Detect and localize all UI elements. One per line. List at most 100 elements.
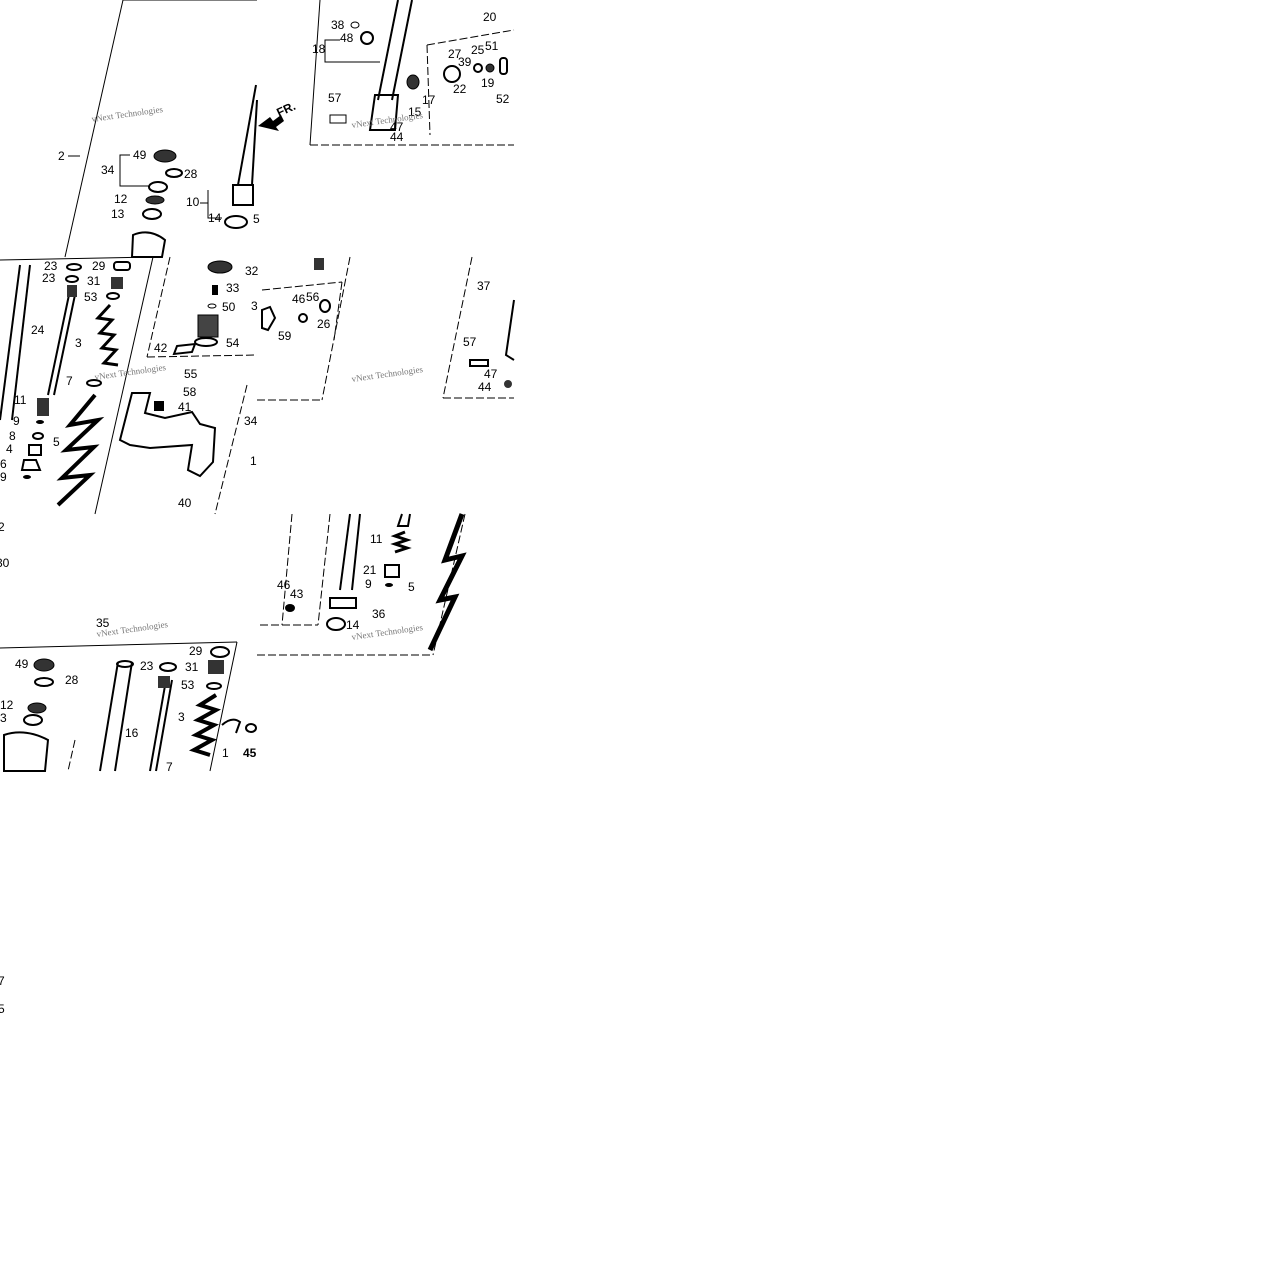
watermark: vNext Technologies [351, 110, 424, 130]
callout-54: 54 [226, 336, 240, 350]
callout-22: 22 [453, 82, 467, 96]
tile-mid-center: 32 33 50 3 54 42 55 58 41 40 34 1 [118, 256, 259, 515]
callout-46: 46 [292, 292, 306, 306]
watermark: vNext Technologies [351, 622, 424, 642]
svg-text:30: 30 [0, 556, 10, 570]
svg-text:7: 7 [0, 974, 5, 988]
callout-47: 47 [484, 367, 498, 381]
callout-12: 12 [114, 192, 128, 206]
callout-44: 44 [390, 130, 404, 144]
callout-6: 6 [0, 457, 7, 471]
callout-12: 12 [0, 698, 14, 712]
callout-21: 21 [363, 563, 377, 577]
callout-19: 19 [481, 76, 495, 90]
callout-17: 17 [422, 93, 436, 107]
callout-23b: 23 [42, 271, 56, 285]
callout-47: 47 [390, 120, 404, 134]
callout-15: 15 [408, 105, 422, 119]
callout-29: 29 [92, 259, 106, 273]
callout-14: 14 [208, 211, 222, 225]
callout-53: 53 [181, 678, 195, 692]
callout-43: 43 [290, 587, 304, 601]
callout-9b: 9 [0, 470, 7, 484]
callout-32: 32 [245, 264, 259, 278]
callout-36: 36 [372, 607, 386, 621]
tile-mid-right: 46 56 26 59 vNext Technologies [257, 256, 424, 401]
callout-3: 3 [75, 336, 82, 350]
callout-45: 45 [243, 746, 257, 760]
svg-text:2: 2 [0, 520, 5, 534]
callout-5: 5 [408, 580, 415, 594]
callout-44: 44 [478, 380, 492, 394]
callout-34: 34 [244, 414, 258, 428]
callout-2: 2 [58, 149, 65, 163]
callout-20: 20 [483, 10, 497, 24]
tile-top-right: 38 48 18 20 27 39 25 51 22 19 52 17 15 5… [309, 0, 515, 146]
tile-mid-left: 23 23 29 31 53 24 3 7 11 9 8 4 6 9 5 vNe… [0, 256, 167, 515]
callout-46: 46 [277, 578, 291, 592]
callout-27: 27 [448, 47, 462, 61]
watermark: vNext Technologies [91, 104, 164, 124]
callout-42: 42 [154, 341, 168, 355]
tile-low-center: 46 43 11 21 9 5 36 14 vNext Technologies [257, 513, 467, 656]
front-direction-arrow: FR. [258, 99, 298, 131]
callout-9: 9 [13, 414, 20, 428]
callout-56: 56 [306, 290, 320, 304]
callout-57: 57 [328, 91, 342, 105]
callout-57: 57 [463, 335, 477, 349]
fork-tube-upper [224, 84, 258, 229]
callout-1: 1 [250, 454, 257, 468]
callout-23a: 23 [44, 259, 58, 273]
callout-13: 13 [111, 207, 125, 221]
callout-58: 58 [183, 385, 197, 399]
callout-39: 39 [458, 55, 472, 69]
callout-50: 50 [222, 300, 236, 314]
callout-11: 11 [370, 532, 383, 546]
callout-18: 18 [312, 42, 326, 56]
callout-7: 7 [166, 760, 173, 774]
callout-37: 37 [477, 279, 491, 293]
callout-38: 38 [331, 18, 345, 32]
steering-stem-parts [130, 149, 183, 258]
svg-text:FR.: FR. [274, 99, 297, 120]
callout-26: 26 [317, 317, 331, 331]
callout-51: 51 [485, 39, 499, 53]
watermark: vNext Technologies [94, 362, 167, 382]
callout-10: 10 [186, 195, 200, 209]
callout-25: 25 [471, 43, 485, 57]
edge-labels: 2 30 7 5 [0, 520, 10, 1016]
callout-59: 59 [278, 329, 292, 343]
tile-mid-far-right: 37 57 47 44 [442, 256, 515, 399]
callout-28: 28 [184, 167, 198, 181]
callout-5: 5 [53, 435, 60, 449]
callout-41: 41 [178, 400, 192, 414]
callout-14: 14 [346, 618, 360, 632]
callout-4: 4 [6, 442, 13, 456]
callout-24: 24 [31, 323, 45, 337]
callout-53: 53 [84, 290, 98, 304]
callout-29: 29 [189, 644, 203, 658]
callout-40: 40 [178, 496, 192, 510]
callout-23: 23 [140, 659, 154, 673]
callout-34: 34 [101, 163, 115, 177]
svg-text:5: 5 [0, 1002, 5, 1016]
callout-33: 33 [226, 281, 240, 295]
callout-11: 11 [14, 393, 27, 407]
callout-31: 31 [185, 660, 199, 674]
tile-top-left: FR. 2 49 34 28 12 13 10 14 5 vNext Techn… [58, 0, 298, 258]
callout-48: 48 [340, 31, 354, 45]
callout-8: 8 [9, 429, 16, 443]
callout-28: 28 [65, 673, 79, 687]
callout-3a: 3 [0, 711, 7, 725]
callout-49: 49 [133, 148, 147, 162]
callout-3: 3 [251, 299, 258, 313]
callout-55: 55 [184, 367, 198, 381]
callout-3b: 3 [178, 710, 185, 724]
callout-49: 49 [15, 657, 29, 671]
callout-16: 16 [125, 726, 139, 740]
callout-7: 7 [66, 374, 73, 388]
callout-9: 9 [365, 577, 372, 591]
callout-52: 52 [496, 92, 510, 106]
tile-bottom: 35 49 28 12 3 23 29 31 53 16 3 7 1 45 vN… [0, 616, 257, 774]
